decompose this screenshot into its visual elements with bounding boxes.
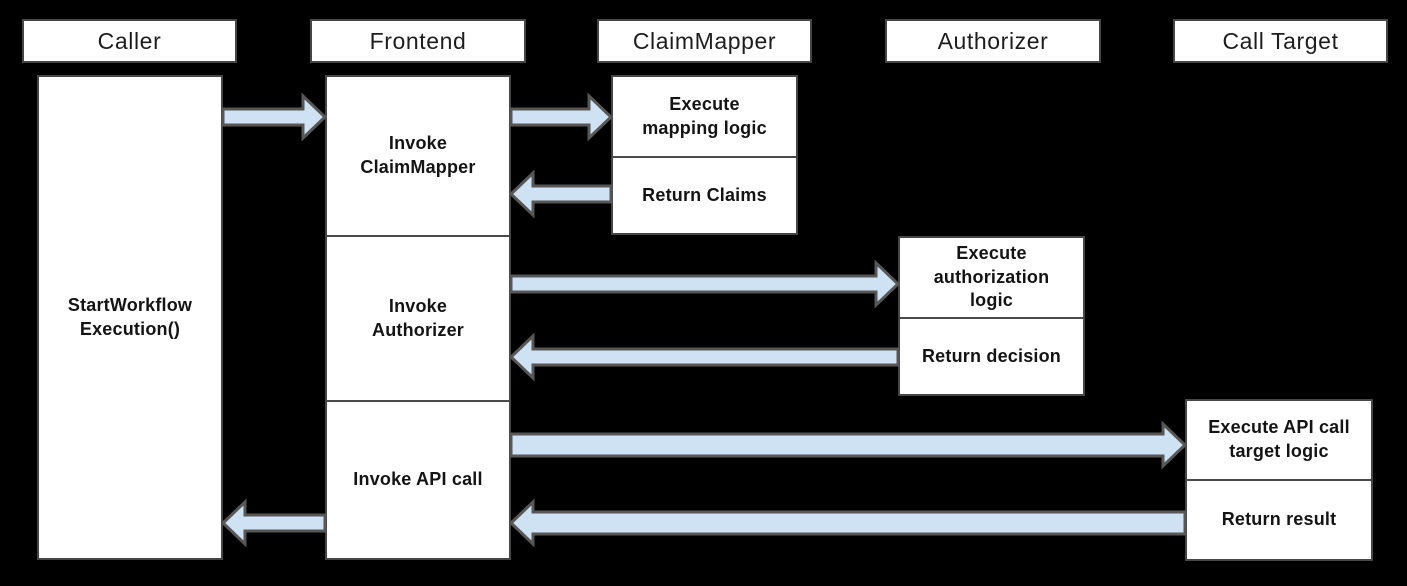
step-invoke-api-call: Invoke API call bbox=[327, 400, 509, 558]
activation-authorizer: Execute authorization logic Return decis… bbox=[898, 236, 1085, 396]
step-execute-authorization-logic: Execute authorization logic bbox=[933, 242, 1050, 311]
step-invoke-authorizer: Invoke Authorizer bbox=[327, 235, 509, 400]
lifeline-header-claimmapper: ClaimMapper bbox=[597, 19, 812, 63]
activation-claimmapper: Execute mapping logic Return Claims bbox=[611, 75, 798, 235]
step-return-decision: Return decision bbox=[900, 317, 1083, 394]
lifeline-header-caller: Caller bbox=[22, 19, 237, 63]
arrow-authorizer-to-frontend bbox=[509, 332, 900, 382]
arrow-frontend-to-caller bbox=[221, 498, 327, 548]
arrow-frontend-to-calltarget bbox=[509, 420, 1187, 470]
step-invoke-claimmapper: Invoke ClaimMapper bbox=[360, 133, 476, 177]
arrow-calltarget-to-frontend bbox=[509, 498, 1187, 548]
lifeline-label-caller: Caller bbox=[97, 27, 162, 54]
lifeline-label-frontend: Frontend bbox=[369, 27, 467, 54]
activation-call-target: Execute API call target logic Return res… bbox=[1185, 399, 1373, 561]
lifeline-label-authorizer: Authorizer bbox=[937, 27, 1049, 54]
activation-frontend: Invoke ClaimMapper Invoke Authorizer Inv… bbox=[325, 75, 511, 560]
lifeline-label-call-target: Call Target bbox=[1222, 27, 1339, 54]
lifeline-label-claimmapper: ClaimMapper bbox=[632, 27, 777, 54]
step-execute-api-call-target-logic: Execute API call target logic bbox=[1208, 417, 1350, 461]
lifeline-header-frontend: Frontend bbox=[310, 19, 526, 63]
lifeline-header-call-target: Call Target bbox=[1173, 19, 1388, 63]
activation-caller: StartWorkflow Execution() bbox=[37, 75, 223, 560]
arrow-caller-to-frontend bbox=[221, 92, 327, 142]
arrow-frontend-to-authorizer bbox=[509, 259, 900, 309]
step-return-result: Return result bbox=[1187, 479, 1371, 559]
arrow-frontend-to-claimmapper bbox=[509, 92, 613, 142]
lifeline-header-authorizer: Authorizer bbox=[885, 19, 1101, 63]
step-return-claims: Return Claims bbox=[613, 156, 796, 233]
arrow-claimmapper-to-frontend bbox=[509, 169, 613, 219]
step-start-workflow-execution: StartWorkflow Execution() bbox=[67, 294, 193, 339]
step-execute-mapping-logic: Execute mapping logic bbox=[642, 93, 767, 138]
